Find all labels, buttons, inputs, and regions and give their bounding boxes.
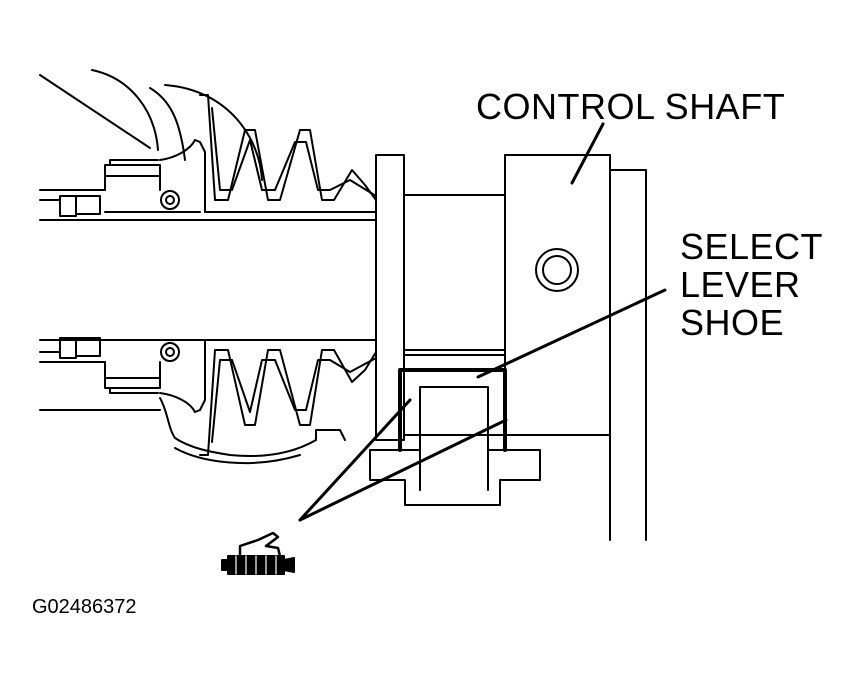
select-lever-shoe: [369, 368, 541, 506]
grease-gun-icon: [221, 531, 295, 575]
leader-control-shaft: [570, 122, 605, 185]
housing-upper: [39, 69, 263, 181]
lower-collar: [104, 339, 206, 413]
select-lever-shoe-label-line-2: LEVER: [680, 264, 801, 305]
shaft-tube: [39, 189, 377, 363]
figure-id: G02486372: [32, 596, 137, 618]
select-lever-shoe-label-line-1: SELECT: [680, 226, 824, 267]
housing-block: [375, 154, 611, 441]
leader-lines: [298, 122, 667, 522]
housing-lower: [39, 397, 317, 465]
upper-collar: [104, 139, 206, 213]
control-shaft-label: CONTROL SHAFT: [476, 86, 786, 127]
select-lever-shoe-label: SELECT LEVER SHOE: [680, 228, 823, 342]
control-shaft-plate: [504, 154, 647, 541]
leader-grease-2: [298, 418, 508, 522]
boot-bellows-lower: [199, 339, 377, 456]
boot-bellows-upper: [199, 94, 377, 213]
select-lever-shoe-label-line-3: SHOE: [680, 302, 785, 343]
leader-grease-1: [298, 398, 412, 522]
leader-shoe: [476, 288, 667, 379]
